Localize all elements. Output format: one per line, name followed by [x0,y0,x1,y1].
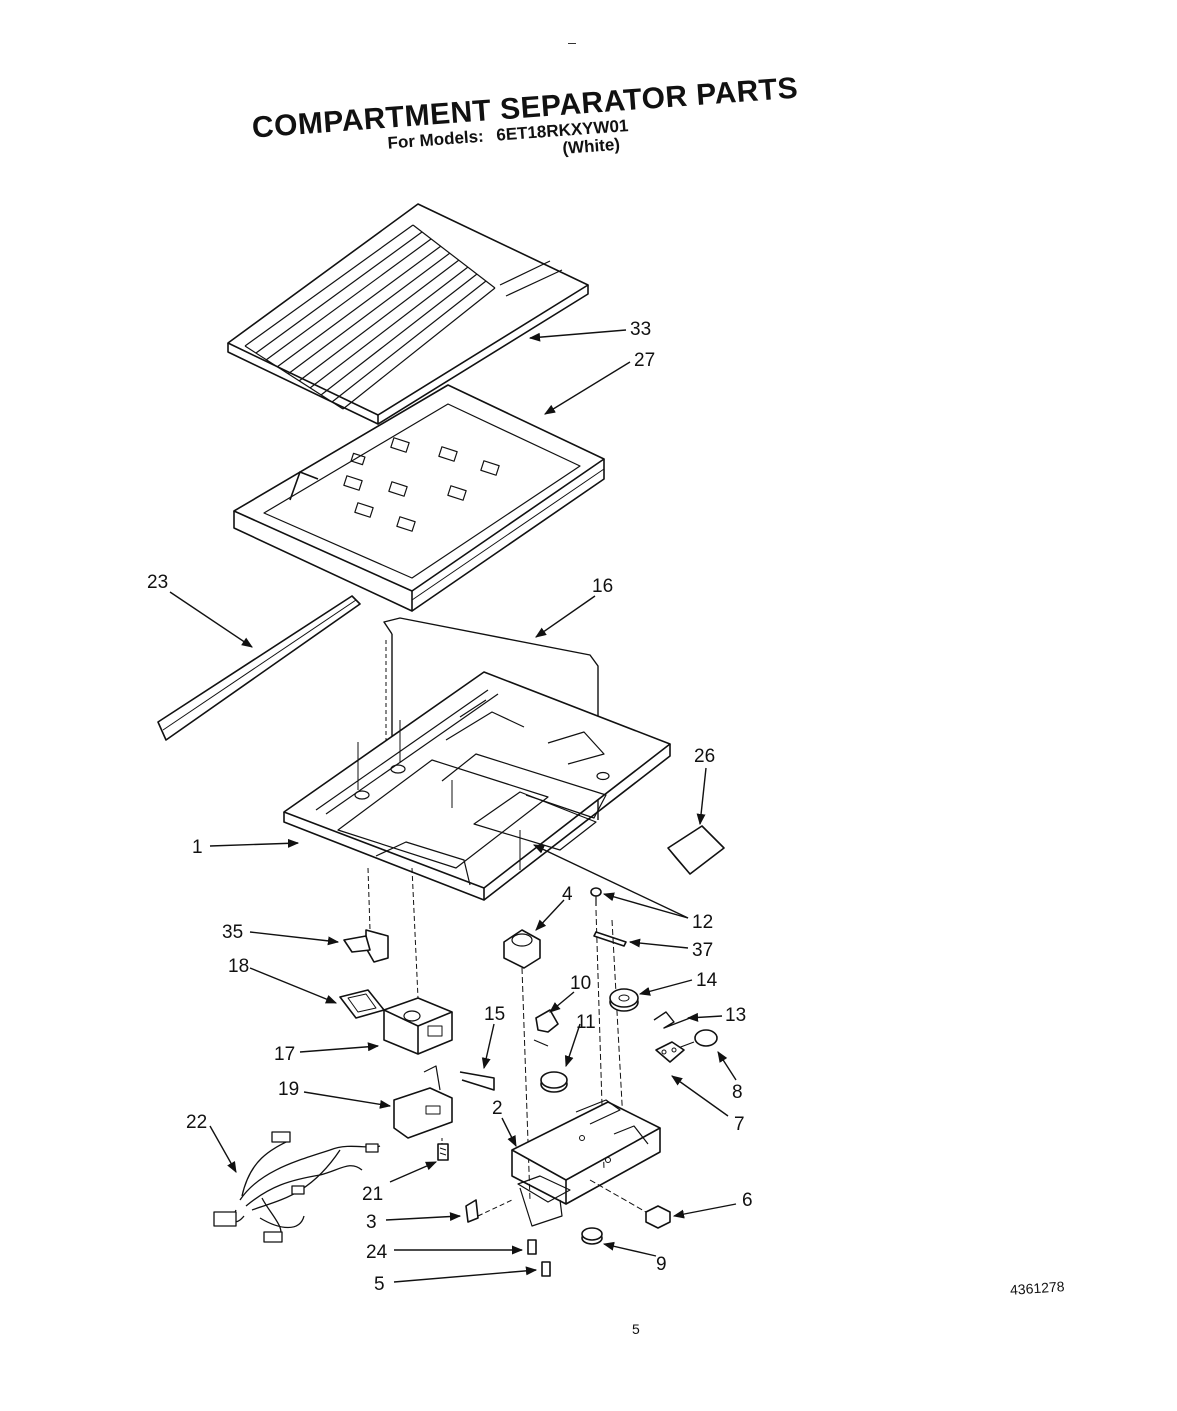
part-1-separator-panel [283,671,671,901]
part-10-thermostat [533,1009,559,1047]
part-9-nut [581,1227,603,1245]
part-4-damper-motor [503,929,541,1201]
part-22-wire-harness [213,1131,381,1243]
callout-13: 13 [725,1005,746,1026]
part-2-control-bracket [511,1099,661,1227]
part-11-knob [540,1071,568,1093]
callout-9: 9 [656,1254,667,1275]
part-19-bracket [393,1065,453,1139]
callout-6: 6 [742,1190,753,1211]
part-14-knob [609,988,639,1012]
part-27-shelf-frame [233,384,605,612]
callout-14: 14 [696,970,718,991]
part-24-screw [527,1239,537,1255]
callout-2: 2 [492,1098,503,1119]
callout-18: 18 [228,956,249,977]
callout-leaders [169,329,737,1283]
part-35-clip [343,867,389,963]
callout-3: 3 [366,1212,377,1233]
callout-35: 35 [222,922,243,943]
callout-4: 4 [562,884,573,905]
callout-15: 15 [484,1004,505,1025]
callout-12: 12 [692,912,713,933]
callout-33: 33 [630,319,651,340]
callout-24: 24 [366,1242,388,1263]
scan-mark [568,43,576,44]
part-33-grille-cover [227,203,589,425]
callout-17: 17 [274,1044,295,1065]
callout-19: 19 [278,1079,299,1100]
part-3-clip [465,1199,513,1223]
part-23-trim-strip [157,595,361,741]
callout-5: 5 [374,1274,385,1295]
callout-27: 27 [634,350,655,371]
part-13-wire [653,1011,691,1029]
part-7-bracket [655,1041,685,1063]
part-17-control-housing [383,867,453,1055]
callout-1: 1 [192,837,203,858]
part-15-tube [459,1071,495,1091]
callout-21: 21 [362,1184,383,1205]
callout-23: 23 [147,572,168,593]
part-5-screw [541,1261,551,1277]
callout-22: 22 [186,1112,207,1133]
callout-8: 8 [732,1082,743,1103]
callout-labels: 33 27 23 16 26 1 4 12 35 37 18 14 10 13 … [147,319,753,1295]
part-21-screw [437,1138,449,1161]
callout-11: 11 [576,1012,596,1033]
part-37-spacer [593,919,627,1141]
callout-37: 37 [692,940,713,961]
callout-16: 16 [592,576,613,597]
part-6-switch [589,1179,671,1229]
callout-10: 10 [570,973,591,994]
callout-7: 7 [734,1114,745,1135]
part-8-sensor [677,1029,718,1049]
callout-26: 26 [694,746,715,767]
part-26-insulation [667,825,725,875]
page-number: 5 [632,1321,640,1337]
part-18-gasket [339,989,385,1019]
